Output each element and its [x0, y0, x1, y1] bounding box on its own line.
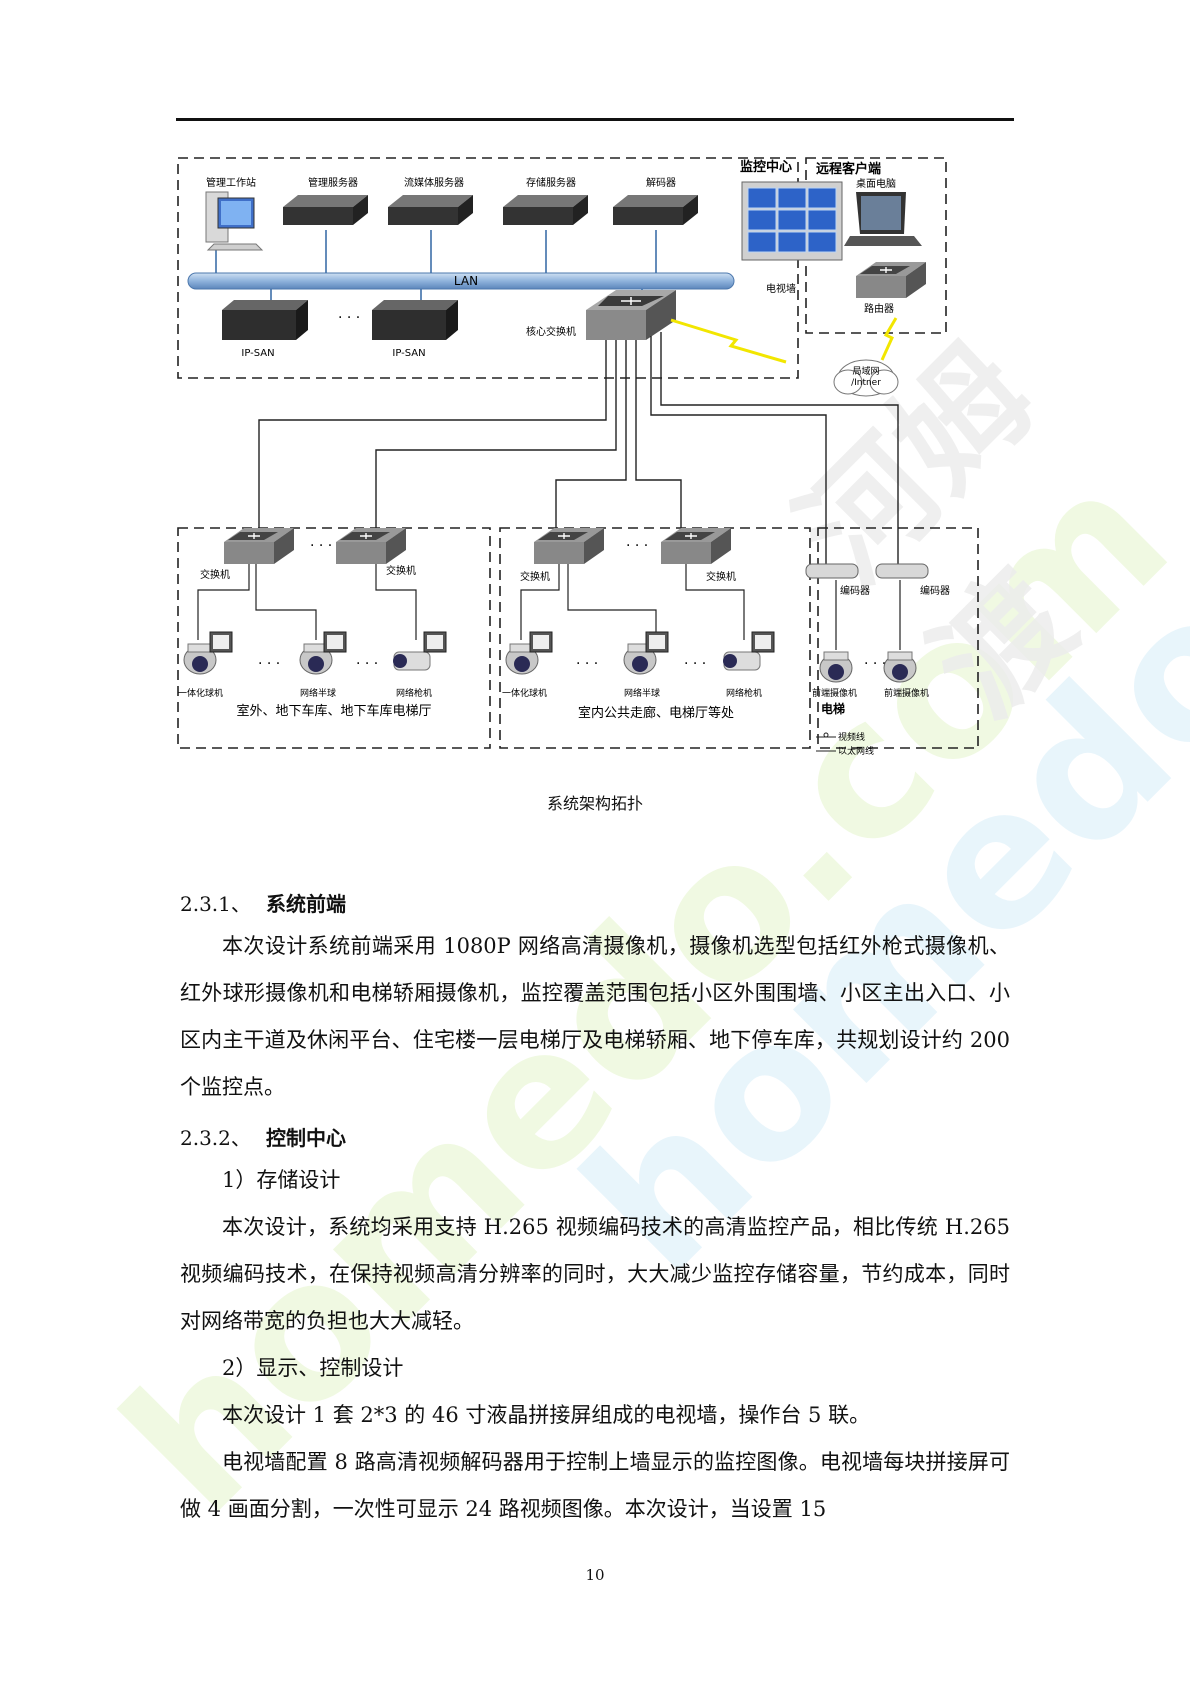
zone-left-switch2-label: 交换机 [386, 564, 416, 577]
section-heading-231: 2.3.1、系统前端 [180, 888, 346, 917]
ellipsis: · · · [626, 538, 648, 554]
subheading: 1）存储设计 [222, 1168, 341, 1192]
desktop-pc-label: 桌面电脑 [856, 177, 896, 190]
router-icon [855, 261, 927, 299]
switch-icon [533, 527, 605, 565]
lan-label: LAN [454, 274, 478, 288]
ipsan-icon-2 [372, 300, 458, 340]
section-number: 2.3.1、 [180, 892, 251, 916]
media-server-label: 流媒体服务器 [404, 176, 464, 189]
legend-video: 视频线 [838, 731, 865, 743]
tv-wall-icon [741, 181, 843, 261]
decoder-label: 解码器 [646, 176, 676, 189]
tv-wall-label: 电视墙 [766, 282, 796, 295]
zone-left-cam1-label: 一体化球机 [178, 687, 223, 699]
zone-right-cam1-label: 前端摄像机 [812, 687, 857, 699]
elevator-camera-icon [883, 651, 917, 683]
ellipsis: · · · [356, 656, 378, 672]
zone-right-enc1-label: 编码器 [840, 584, 870, 597]
elevator-camera-icon [819, 651, 853, 683]
switch-icon [660, 527, 732, 565]
workstation-icon [205, 191, 264, 251]
hd-badge-icon [209, 631, 233, 653]
core-switch-icon [586, 290, 676, 340]
ipsan2-label: IP-SAN [392, 348, 425, 359]
zone-left-cam2-label: 网络半球 [300, 687, 336, 699]
zone-left-cam3-label: 网络枪机 [396, 687, 432, 699]
ellipsis: · · · [684, 656, 706, 672]
section-232-body: 1）存储设计 本次设计，系统均采用支持 H.265 视频编码技术的高清监控产品，… [180, 1157, 1010, 1533]
switch-icon [335, 527, 407, 565]
ipsan-icon [222, 300, 308, 340]
ie-badge-icon [751, 631, 775, 653]
section-title: 系统前端 [266, 892, 346, 916]
mgmt-server-label: 管理服务器 [308, 176, 358, 189]
hd-badge-icon [423, 631, 447, 653]
media-server-icon [388, 195, 473, 225]
monitor-center-label: 监控中心 [740, 159, 792, 175]
subheading: 2）显示、控制设计 [222, 1356, 404, 1380]
hd-badge-icon [323, 631, 347, 653]
ellipsis: · · · [258, 656, 280, 672]
section-heading-232: 2.3.2、控制中心 [180, 1122, 346, 1151]
ellipsis: · · · [864, 656, 886, 672]
ie-badge-icon [529, 631, 553, 653]
zone-middle-cam1-label: 一体化球机 [502, 687, 547, 699]
paragraph: 电视墙配置 8 路高清视频解码器用于控制上墙显示的监控图像。电视墙每块拼接屏可做… [180, 1450, 1010, 1521]
mgmt-server-icon [283, 195, 368, 225]
encoder-icon [805, 563, 859, 579]
cloud-icon [833, 359, 899, 397]
ie-badge-icon [645, 631, 669, 653]
router-label: 路由器 [864, 302, 894, 315]
zone-right-title: 电梯 [821, 701, 845, 716]
header-rule [176, 118, 1014, 121]
ellipsis: · · · [576, 656, 598, 672]
mgmt-workstation-label: 管理工作站 [206, 176, 256, 189]
ellipsis: · · · [310, 538, 332, 554]
paragraph: 本次设计，系统均采用支持 H.265 视频编码技术的高清监控产品，相比传统 H.… [180, 1215, 1010, 1333]
ipsan1-label: IP-SAN [241, 348, 274, 359]
zone-right-enc2-label: 编码器 [920, 584, 950, 597]
system-topology-diagram: LAN 管理工作站 管理服务器 流媒体服务器 存储服务器 解码器 监控中心 电视… [177, 157, 979, 757]
diagram-caption: 系统架构拓扑 [546, 794, 643, 813]
storage-server-label: 存储服务器 [526, 176, 576, 189]
remote-client-label: 远程客户端 [816, 161, 881, 177]
laptop-icon [844, 192, 922, 246]
ellipsis-top: · · · [338, 310, 360, 326]
legend: 视频线 以太网线 [816, 731, 874, 757]
zone-middle-cam3-label: 网络枪机 [726, 687, 762, 699]
bullet-camera-icon [392, 651, 431, 671]
decoder-icon [613, 195, 698, 225]
storage-server-icon [503, 195, 588, 225]
core-switch-label: 核心交换机 [526, 325, 576, 338]
zone-right-cam2-label: 前端摄像机 [884, 687, 929, 699]
zone-middle-title: 室内公共走廊、电梯厅等处 [578, 705, 734, 721]
zone-middle-switch1-label: 交换机 [520, 570, 550, 583]
section-231-body: 本次设计系统前端采用 1080P 网络高清摄像机，摄像机选型包括红外枪式摄像机、… [180, 923, 1010, 1111]
zone-middle-switch2-label: 交换机 [706, 570, 736, 583]
paragraph: 本次设计系统前端采用 1080P 网络高清摄像机，摄像机选型包括红外枪式摄像机、… [180, 934, 1010, 1099]
zone-left-switch1-label: 交换机 [200, 568, 230, 581]
section-number: 2.3.2、 [180, 1126, 251, 1150]
bullet-camera-icon [722, 651, 761, 671]
paragraph: 本次设计 1 套 2*3 的 46 寸液晶拼接屏组成的电视墙，操作台 5 联。 [222, 1403, 871, 1427]
page-number: 10 [585, 1566, 605, 1584]
switch-icon [223, 527, 295, 565]
internet-label: 局域网/Intner [851, 365, 881, 388]
zone-left-title: 室外、地下车库、地下车库电梯厅 [236, 703, 431, 719]
encoder-icon [875, 563, 929, 579]
section-title: 控制中心 [266, 1126, 346, 1150]
legend-ethernet: 以太网线 [838, 745, 874, 757]
zone-middle-cam2-label: 网络半球 [624, 687, 660, 699]
